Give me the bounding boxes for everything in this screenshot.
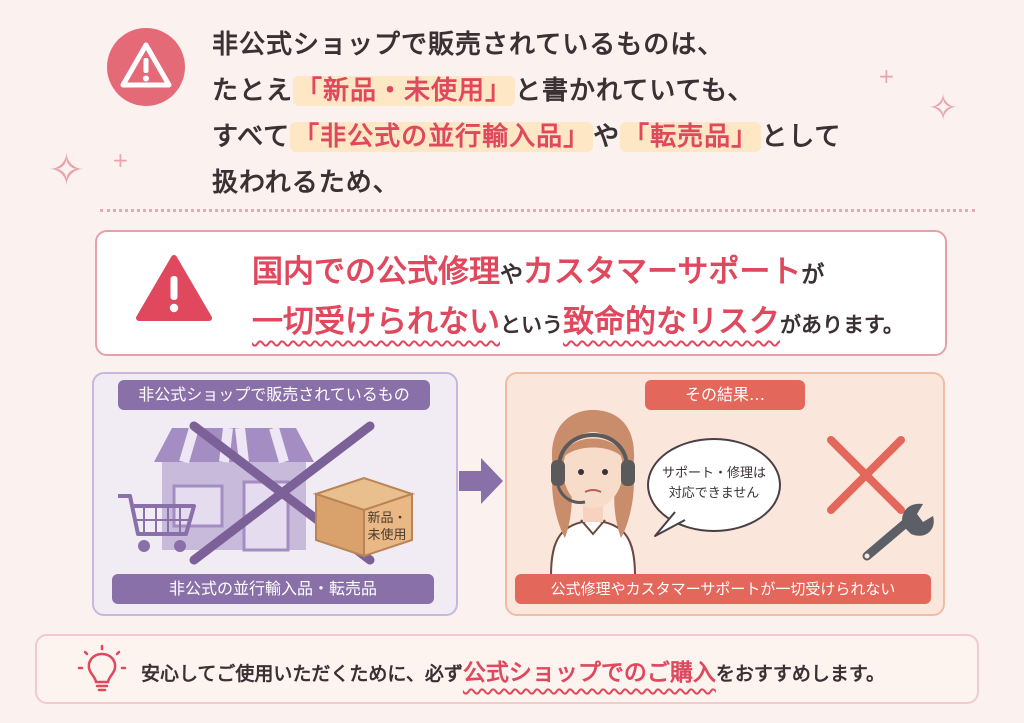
sparkle-icon: + xyxy=(112,148,129,172)
warning-line-2: 一切受けられないという致命的なリスクがあります。 xyxy=(252,296,904,341)
wrench-icon xyxy=(862,503,934,561)
warning-text-segment: があります。 xyxy=(780,313,904,337)
warning-fatal-risk: 致命的なリスク xyxy=(563,304,780,340)
cardboard-box-icon: 新品・ 未使用 xyxy=(312,470,416,558)
warning-box: 国内での公式修理やカスタマーサポートが 一切受けられないという致命的なリスクがあ… xyxy=(95,230,947,356)
sparkle-icon: + xyxy=(878,64,895,88)
intro-line-3: すべて「非公式の並行輸入品」や「転売品」として xyxy=(212,114,841,160)
warning-official-repair: 公式修理 xyxy=(376,254,500,290)
intro-line-1: 非公式ショップで販売されているものは、 xyxy=(212,30,725,60)
intro-text-segment: すべて xyxy=(212,122,291,152)
intro-line-2: たとえ「新品・未使用」と書かれていても、 xyxy=(212,68,841,114)
sparkle-icon: ✧ xyxy=(928,88,959,129)
intro-text-segment: と書かれていても、 xyxy=(515,76,755,106)
recommendation-text-segment: をおすすめします。 xyxy=(715,663,885,685)
shopping-cart-icon xyxy=(118,494,196,552)
warning-customer-support: カスタマーサポート xyxy=(523,254,802,290)
intro-text-segment: たとえ xyxy=(212,76,294,106)
warning-text-segment: が xyxy=(801,262,825,288)
speech-bubble: サポート・修理は 対応できません xyxy=(647,438,781,532)
warning-icon xyxy=(107,28,185,106)
warning-text-segment: という xyxy=(500,313,563,337)
recommendation-text-segment: 安心してご使用いただくために、必ず xyxy=(141,663,463,685)
right-panel: その結果… サポート・修理は 対応できません 公式修理やカスタマーサポートが一切… xyxy=(505,372,945,616)
highlight-new-unused: 「新品・未使用」 xyxy=(293,76,516,106)
intro-line-4: 扱われるため、 xyxy=(212,168,400,198)
highlight-resale: 「転売品」 xyxy=(620,122,762,152)
left-panel-tag: 非公式ショップで販売されているもの xyxy=(118,380,430,410)
recommendation-highlight: 公式ショップでのご購入 xyxy=(462,660,716,686)
intro-text: 非公式ショップで販売されているものは、 たとえ「新品・未使用」と書かれていても、… xyxy=(212,22,841,206)
warning-text-segment: や xyxy=(500,262,523,288)
highlight-parallel-import: 「非公式の並行輸入品」 xyxy=(290,122,594,152)
warning-text-segment: 国内での xyxy=(252,254,376,290)
left-panel-footer: 非公式の並行輸入品・転売品 xyxy=(112,574,434,604)
box-label: 新品・ 未使用 xyxy=(367,511,407,543)
intro-text-segment: として xyxy=(761,122,842,152)
warning-line-1: 国内での公式修理やカスタマーサポートが xyxy=(252,246,824,291)
left-panel: 非公式ショップで販売されているもの 新品・ 未使用 非公式の並行輸入品・転売品 xyxy=(92,372,458,616)
speech-text: サポート・修理は 対応できません xyxy=(661,466,766,501)
right-panel-footer: 公式修理やカスタマーサポートが一切受けられない xyxy=(515,574,931,604)
warning-icon xyxy=(135,254,213,328)
cross-icon xyxy=(827,436,905,514)
recommendation-text: 安心してご使用いただくために、必ず公式ショップでのご購入をおすすめします。 xyxy=(141,653,885,687)
intro-text-segment: や xyxy=(593,122,621,152)
speech-tail xyxy=(654,511,686,537)
arrow-right-icon xyxy=(459,458,503,504)
warning-not-received: 一切受けられない xyxy=(252,304,500,340)
recommendation-bar: 安心してご使用いただくために、必ず公式ショップでのご購入をおすすめします。 xyxy=(35,634,979,704)
sparkle-icon: ✧ xyxy=(48,145,85,196)
divider xyxy=(100,209,975,212)
support-operator-icon xyxy=(549,410,637,576)
right-panel-tag: その結果… xyxy=(645,380,805,410)
lightbulb-icon xyxy=(77,644,127,692)
